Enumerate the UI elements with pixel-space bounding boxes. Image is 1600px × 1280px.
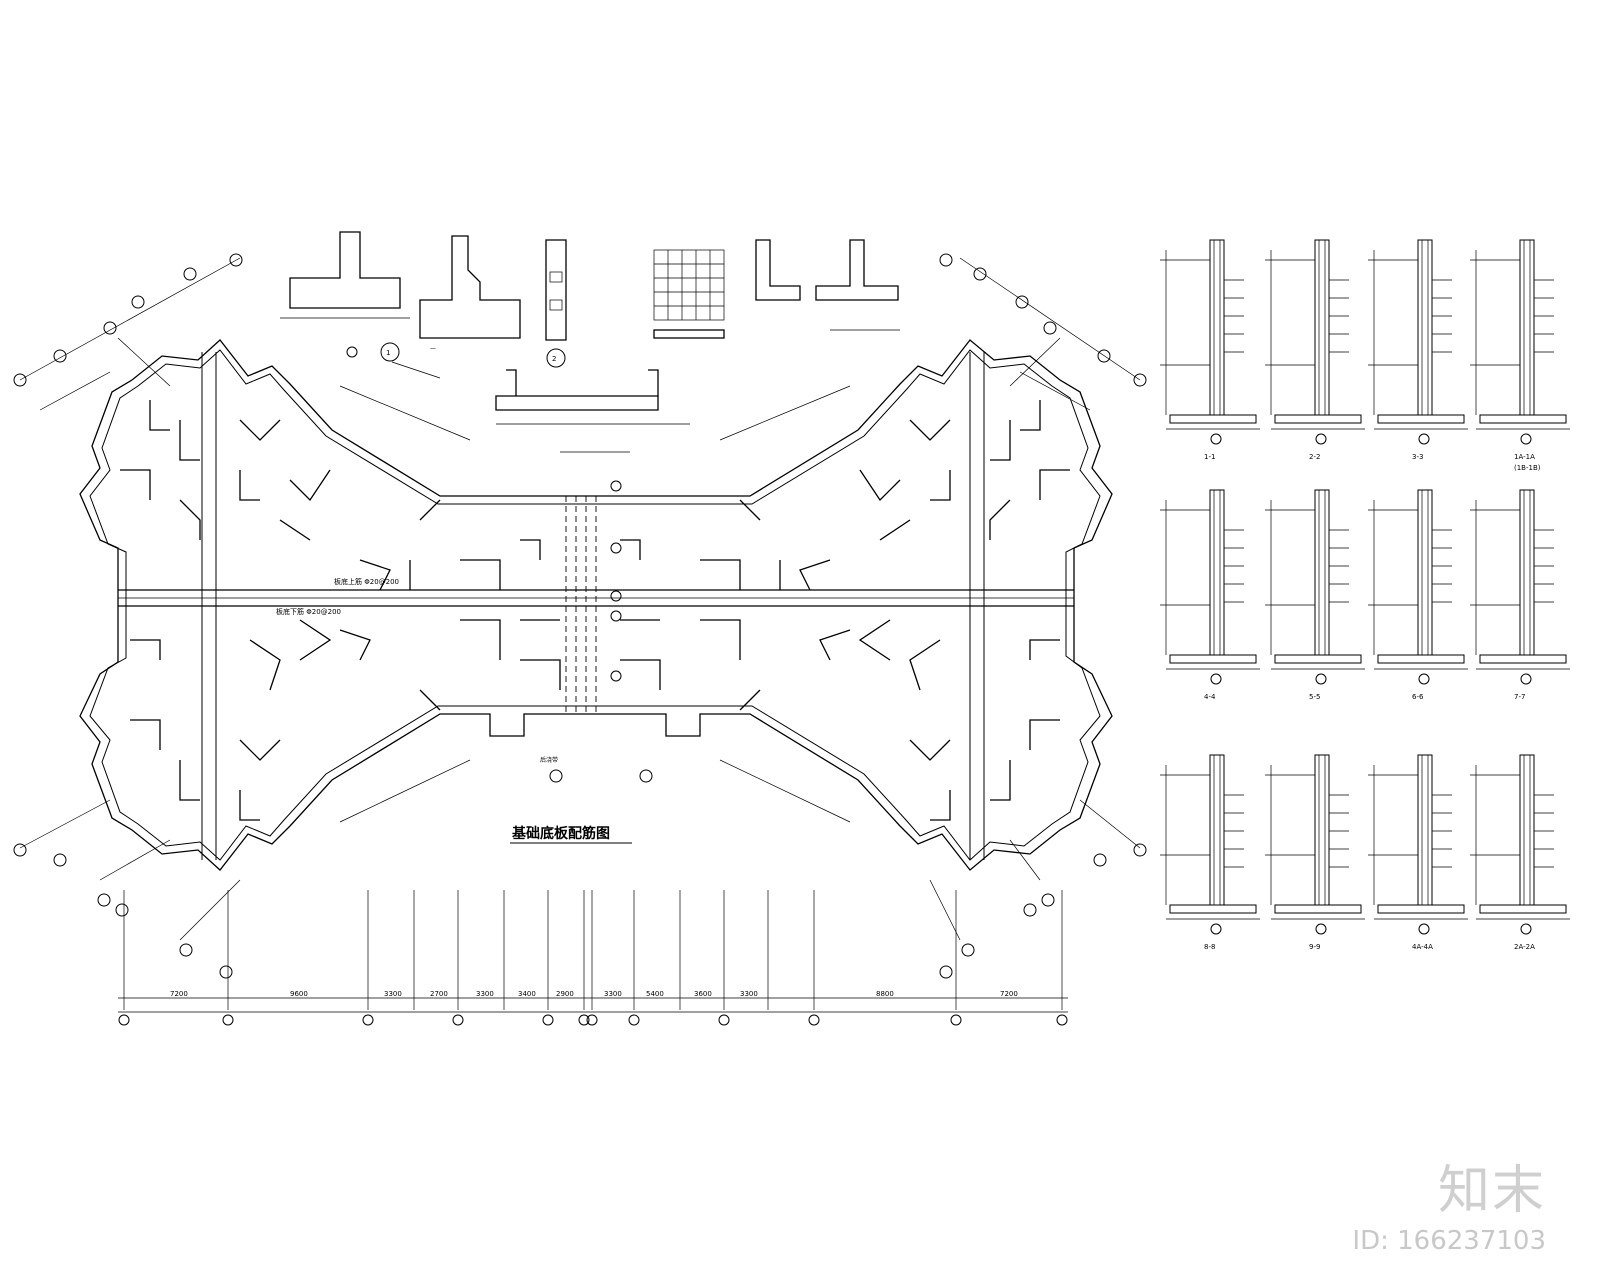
interior-walls	[120, 400, 1070, 821]
dim-text: 9600	[290, 990, 308, 998]
section-bubble	[1315, 673, 1327, 685]
section-wall	[1209, 239, 1225, 416]
dim-text: 3600	[694, 990, 712, 998]
section-bubble	[1418, 433, 1430, 445]
section-wall	[1314, 239, 1330, 416]
section-wall	[1519, 489, 1535, 656]
section-bubble	[1210, 673, 1222, 685]
section-details: 1-1 2-2 3-3 1A-1A 4-4 5-5 6-6 7-7 8-8 9-9 4A-4A 2A-…	[1160, 239, 1570, 951]
section-label: 5-5	[1309, 693, 1320, 701]
dim-text: 3300	[604, 990, 622, 998]
dim-text: 7200	[1000, 990, 1018, 998]
section-footing	[1377, 904, 1465, 914]
section-label: 8-8	[1204, 943, 1215, 951]
main-title: 基础底板配筋图	[512, 825, 610, 842]
bottom-dimension-text: 7200 9600 3300 2700 3300 3400 2900 3300 …	[170, 990, 1018, 998]
section-label: 2-2	[1309, 453, 1320, 461]
plan-outline	[79, 339, 1113, 871]
watermark-brand: 知末	[1437, 1161, 1546, 1221]
section-bubble	[1210, 923, 1222, 935]
section-bubble	[1210, 433, 1222, 445]
bottom-axis-bubbles	[118, 1014, 1068, 1026]
section-wall	[1417, 489, 1433, 656]
dim-text: 2900	[556, 990, 574, 998]
section-bubble	[1520, 673, 1532, 685]
dim-text: 2700	[430, 990, 448, 998]
section-footing	[1479, 414, 1567, 424]
section-bubble	[1315, 433, 1327, 445]
section-footing	[1479, 654, 1567, 664]
section-label: 6-6	[1412, 693, 1424, 701]
section-footing	[1274, 414, 1362, 424]
dimension-lines-diagonal	[19, 257, 1141, 941]
section-wall	[1417, 754, 1433, 906]
section-footing	[1479, 904, 1567, 914]
section-bubble	[1418, 923, 1430, 935]
watermark-id: ID: 166237103	[1352, 1226, 1546, 1256]
dim-text: 3400	[518, 990, 536, 998]
section-label: 1A-1A	[1514, 453, 1535, 461]
bottom-gridlines	[118, 890, 1068, 1013]
section-label: 9-9	[1309, 943, 1320, 951]
section-wall	[1209, 489, 1225, 656]
section-bubble	[1520, 433, 1532, 445]
section-wall	[1314, 754, 1330, 906]
section-footing	[1377, 654, 1465, 664]
section-footing	[1169, 414, 1257, 424]
section-label: 7-7	[1514, 693, 1525, 701]
section-bubble	[1315, 923, 1327, 935]
section-footing	[1274, 904, 1362, 914]
section-wall	[1209, 754, 1225, 906]
section-label: 4A-4A	[1412, 943, 1433, 951]
section-label: 1-1	[1204, 453, 1215, 461]
section-footing	[1169, 654, 1257, 664]
rebar-label-top: 板底上筋 Φ20@200	[334, 577, 399, 586]
dim-text: 8800	[876, 990, 894, 998]
section-label: 4-4	[1204, 693, 1216, 701]
section-label: 2A-2A	[1514, 943, 1535, 951]
dim-text: 3300	[476, 990, 494, 998]
dim-text: 3300	[384, 990, 402, 998]
top-details: 1 — 2	[280, 231, 900, 453]
dim-text: 7200	[170, 990, 188, 998]
section-bubble	[1520, 923, 1532, 935]
section-footing	[1377, 414, 1465, 424]
section-bubble	[1418, 673, 1430, 685]
detail-callout-2: 2	[552, 355, 556, 363]
section-wall	[1519, 754, 1535, 906]
section-sublabel: (1B-1B)	[1514, 464, 1541, 472]
section-wall	[1519, 239, 1535, 416]
detail-callout-1: 1	[386, 349, 390, 357]
section-wall	[1417, 239, 1433, 416]
section-label: 3-3	[1412, 453, 1423, 461]
section-footing	[1169, 904, 1257, 914]
rebar-label-bottom: 板底下筋 Φ20@200	[276, 607, 341, 616]
dim-text: 3300	[740, 990, 758, 998]
section-footing	[1274, 654, 1362, 664]
svg-text:—: —	[430, 345, 436, 352]
post-pour-label: 后浇带	[540, 756, 558, 764]
axis-bubbles	[13, 253, 1147, 979]
dim-text: 5400	[646, 990, 664, 998]
section-wall	[1314, 489, 1330, 656]
